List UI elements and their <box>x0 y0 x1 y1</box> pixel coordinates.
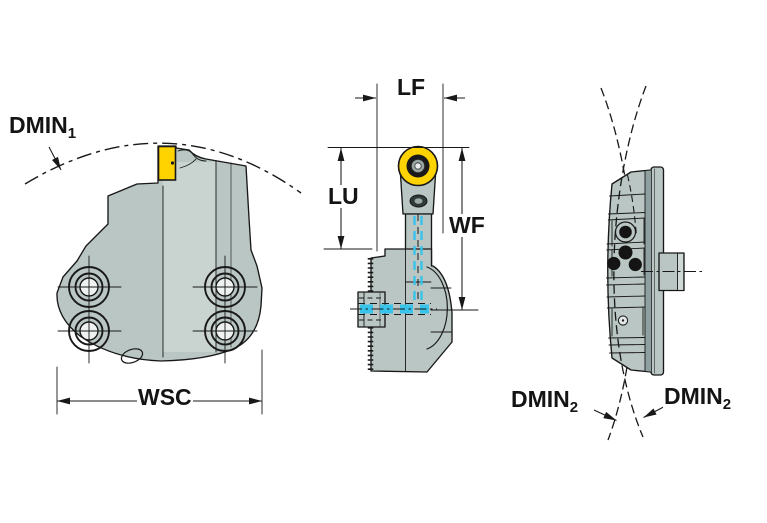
lf-label: LF <box>396 74 427 100</box>
round-insert-icon <box>397 145 439 187</box>
dmin2-arc-left <box>613 85 647 438</box>
coolant-channel-horizontal <box>350 297 437 321</box>
tool-body-front <box>56 145 263 362</box>
flange-cone-edge <box>426 266 448 350</box>
wf-label: WF <box>448 212 486 238</box>
hole-crosshairs <box>57 255 258 364</box>
lu-label: LU <box>327 183 360 209</box>
shaded-edge <box>645 170 651 372</box>
wsc-label: WSC <box>137 384 193 410</box>
insert-front-icon <box>157 145 177 181</box>
side-view <box>350 145 453 373</box>
dmin1-label: DMIN1 <box>8 112 78 142</box>
profile-view <box>600 85 702 441</box>
tool-body-profile <box>607 169 652 373</box>
coolant-channel-vertical <box>413 214 423 302</box>
dmin2-right-label: DMIN2 <box>663 383 733 413</box>
dmin2-arc-right <box>600 87 635 441</box>
dmin2-dimension <box>593 406 664 421</box>
clamp-detail <box>177 149 207 169</box>
lf-dimension <box>355 83 465 252</box>
center-panel-highlight <box>163 162 216 352</box>
boss-detail-ellipse <box>120 348 144 364</box>
panel-lines <box>606 193 646 354</box>
dmin2-left-label: DMIN2 <box>510 386 580 416</box>
dmin1-dimension <box>24 142 302 194</box>
front-view <box>56 145 263 364</box>
